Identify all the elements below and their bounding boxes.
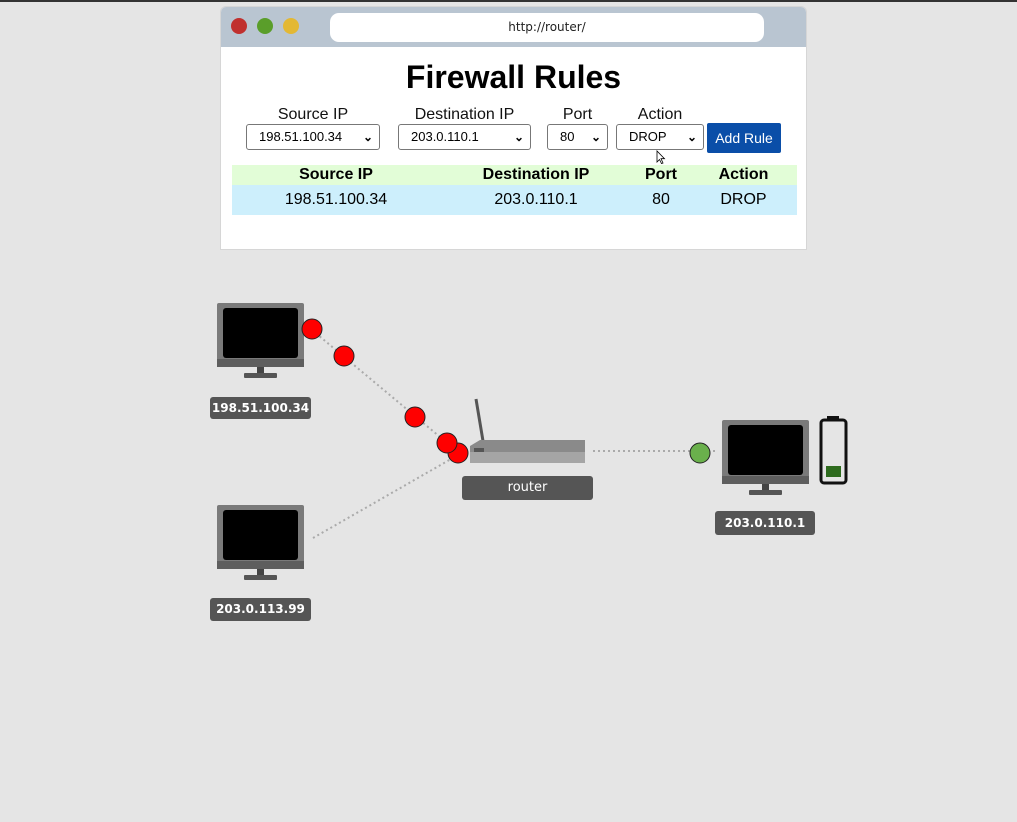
port-select[interactable]: 80 ⌄ [547, 124, 608, 150]
action-label: Action [637, 106, 683, 123]
router-icon[interactable] [470, 398, 585, 463]
port-value: 80 [560, 129, 575, 144]
header-source-ip: Source IP [232, 165, 440, 185]
chevron-down-icon: ⌄ [683, 125, 697, 149]
action-select[interactable]: DROP ⌄ [616, 124, 704, 150]
close-window-dot[interactable] [231, 18, 247, 34]
page-title: Firewall Rules [405, 59, 622, 95]
destination-ip-value: 203.0.110.1 [411, 129, 479, 144]
computer-icon[interactable] [217, 303, 304, 378]
allowed-packet [689, 442, 711, 464]
top-border [0, 0, 1017, 2]
router-label: router [462, 476, 593, 500]
host-label-203-0-110-1: 203.0.110.1 [715, 511, 815, 535]
add-rule-button[interactable]: Add Rule [707, 123, 781, 153]
source-ip-select[interactable]: 198.51.100.34 ⌄ [246, 124, 380, 150]
source-ip-label: Source IP [277, 106, 349, 123]
computer-icon[interactable] [217, 505, 304, 580]
dropped-packet [301, 318, 323, 340]
table-row: 198.51.100.34 203.0.110.1 80 DROP [232, 185, 797, 215]
computer-icon[interactable] [722, 420, 809, 495]
destination-ip-select[interactable]: 203.0.110.1 ⌄ [398, 124, 531, 150]
header-action: Action [690, 165, 797, 185]
chevron-down-icon: ⌄ [510, 125, 524, 149]
cell-port: 80 [632, 185, 690, 215]
rules-table: Source IP Destination IP Port Action 198… [232, 165, 797, 215]
source-ip-value: 198.51.100.34 [259, 129, 343, 144]
dropped-packet [404, 406, 426, 428]
dropped-packet [436, 432, 458, 454]
link-host1-router [311, 329, 459, 453]
url-bar[interactable]: http://router/ [330, 13, 764, 42]
header-port: Port [632, 165, 690, 185]
battery-icon [819, 416, 848, 485]
host-label-198-51-100-34: 198.51.100.34 [210, 397, 311, 419]
cell-source-ip: 198.51.100.34 [232, 185, 440, 215]
host-label-203-0-113-99: 203.0.113.99 [210, 598, 311, 621]
browser-titlebar: http://router/ [221, 7, 806, 47]
header-destination-ip: Destination IP [440, 165, 632, 185]
destination-ip-label: Destination IP [414, 106, 515, 123]
cell-destination-ip: 203.0.110.1 [440, 185, 632, 215]
maximize-window-dot[interactable] [257, 18, 273, 34]
port-label: Port [562, 106, 593, 123]
mouse-cursor-icon [656, 150, 666, 164]
chevron-down-icon: ⌄ [587, 125, 601, 149]
dropped-packet [333, 345, 355, 367]
cell-action: DROP [690, 185, 797, 215]
chevron-down-icon: ⌄ [359, 125, 373, 149]
minimize-window-dot[interactable] [283, 18, 299, 34]
action-value: DROP [629, 129, 667, 144]
table-header-row: Source IP Destination IP Port Action [232, 165, 797, 185]
link-host2-router [312, 454, 459, 539]
browser-window: http://router/ Firewall Rules Source IP … [220, 6, 807, 250]
